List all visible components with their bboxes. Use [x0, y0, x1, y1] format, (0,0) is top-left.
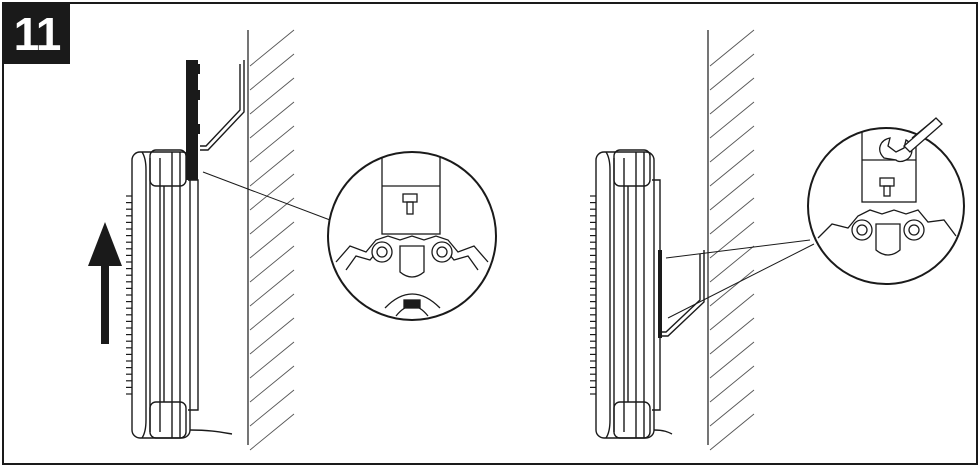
wall-hatch-line — [709, 197, 755, 235]
wall-hatch-line — [249, 341, 295, 379]
wall-hatch-line — [709, 293, 755, 331]
wall-hatch-line — [249, 53, 295, 91]
right-heater-fins — [590, 195, 596, 395]
wall-hatch-line — [249, 29, 295, 67]
wall-hatch-line — [709, 29, 755, 67]
wall-hatch-line — [249, 77, 295, 115]
wall-hatch-line — [709, 101, 755, 139]
wall-hatch-line — [249, 413, 295, 451]
wall-hatch-line — [249, 365, 295, 403]
wall-hatch-line — [709, 53, 755, 91]
wall-hatch-line — [709, 365, 755, 403]
right-callout-line-lower — [667, 243, 815, 319]
right-wall — [707, 29, 755, 451]
wall-hatch-line — [249, 149, 295, 187]
wall-hatch-line — [249, 125, 295, 163]
right-wall-bracket — [658, 250, 705, 338]
wall-hatch-line — [249, 389, 295, 427]
left-callout-line — [202, 171, 331, 221]
left-mount-plate — [186, 60, 200, 180]
left-detail-magnifier — [327, 151, 497, 321]
wall-hatch-line — [709, 341, 755, 379]
right-callout-line-upper — [665, 239, 811, 259]
upward-arrow-icon — [88, 222, 122, 344]
wall-hatch-line — [249, 221, 295, 259]
step-number: 11 — [13, 8, 62, 60]
wall-hatch-line — [709, 77, 755, 115]
wall-hatch-line — [249, 293, 295, 331]
wall-hatch-line — [709, 413, 755, 451]
wall-hatch-line — [709, 269, 755, 307]
left-heater-fins — [126, 195, 132, 395]
wall-hatch-line — [709, 245, 755, 283]
left-wall — [247, 29, 295, 451]
wall-hatch-line — [249, 269, 295, 307]
wall-hatch-line — [249, 173, 295, 211]
wall-hatch-line — [709, 173, 755, 211]
wall-hatch-line — [249, 245, 295, 283]
wall-hatch-line — [709, 149, 755, 187]
right-detail-magnifier — [807, 117, 965, 285]
wrench-icon — [879, 117, 943, 163]
wall-hatch-line — [709, 221, 755, 259]
wall-hatch-line — [249, 317, 295, 355]
wall-hatch-line — [709, 125, 755, 163]
left-wall-bracket — [200, 60, 245, 151]
wall-hatch-line — [709, 317, 755, 355]
wall-hatch-line — [249, 101, 295, 139]
left-heater-side-view — [131, 149, 233, 439]
wall-hatch-line — [709, 389, 755, 427]
step-number-badge: 11 — [4, 4, 70, 64]
